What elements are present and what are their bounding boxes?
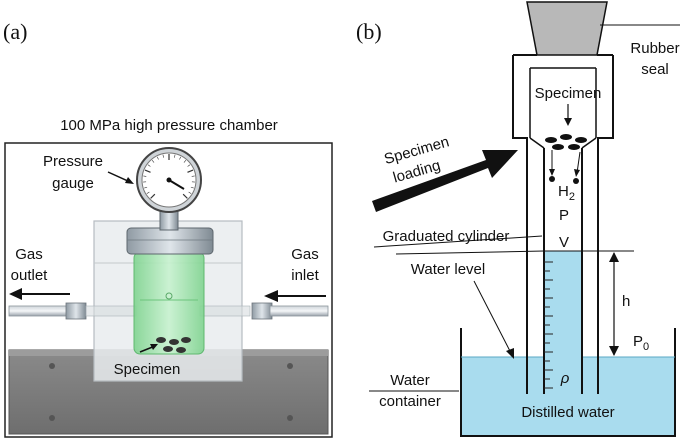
water-level-leader — [395, 250, 545, 255]
inlet-fitting — [251, 302, 273, 320]
gauge-tick — [188, 191, 192, 194]
outlet-tube — [85, 305, 137, 317]
specimen-falling — [549, 176, 555, 182]
specimen-piece — [560, 134, 572, 140]
water-level-label: Water level — [411, 261, 485, 278]
panel-a: (a) 100 MPa high pressure chamber — [3, 19, 333, 438]
panel-a-label: (a) — [3, 19, 27, 44]
specimen-piece — [163, 346, 173, 352]
vessel-port — [165, 292, 173, 300]
gauge-tick — [147, 164, 151, 167]
specimen-piece — [568, 144, 580, 150]
pressure-gauge-label-line2: gauge — [52, 175, 94, 192]
pressure-gauge-label-line1: Pressure — [43, 153, 103, 170]
outer-tube-left — [512, 55, 528, 394]
fall-arrow-head — [549, 169, 555, 176]
gauge-tick — [187, 169, 194, 173]
specimen-loading-arrow — [372, 150, 518, 212]
gas-inlet-arrow-head — [264, 290, 278, 302]
gas-outlet-label-line1: Gas — [15, 246, 43, 263]
specimen-piece — [545, 137, 557, 143]
graduated-cylinder-leader — [373, 235, 543, 248]
p-label: P — [559, 207, 569, 224]
specimen-label-b: Specimen — [535, 85, 602, 102]
specimen-down-arrow-head — [564, 118, 572, 126]
p0-label: P0 — [633, 333, 649, 353]
rubber-seal-label-line1: Rubber — [630, 40, 679, 57]
outer-tube-right — [597, 55, 614, 394]
specimen-piece — [156, 337, 166, 343]
specimen-piece — [176, 347, 186, 353]
h-label: h — [622, 293, 630, 310]
gas-inlet-label-line2: inlet — [291, 267, 319, 284]
h-arrow-top — [609, 252, 619, 262]
chamber-title: 100 MPa high pressure chamber — [60, 117, 278, 134]
gauge-tick — [182, 193, 188, 199]
water-surface-leader — [473, 280, 512, 354]
h2-label: H2 — [558, 183, 575, 203]
bolt-hole — [287, 415, 293, 421]
h-arrow-bottom — [609, 346, 619, 356]
specimen-piece — [181, 337, 191, 343]
gauge-tick — [183, 160, 187, 163]
gauge-pivot — [166, 177, 172, 183]
gauge-tick — [190, 186, 194, 189]
specimen-label-a: Specimen — [114, 361, 181, 378]
inlet-pipe — [269, 305, 329, 317]
fall-arrow-head — [574, 169, 580, 177]
specimen-piece — [552, 144, 564, 150]
gas-outlet-arrow-head — [9, 288, 22, 300]
funnel — [526, 1, 608, 56]
panel-b: (b) h Specimen — [356, 1, 680, 437]
gauge-ticks — [143, 154, 195, 199]
specimen-piece — [169, 339, 179, 345]
gauge-needle — [168, 179, 185, 190]
bolt-hole — [287, 363, 293, 369]
inner-taper-left — [529, 137, 545, 149]
bolt-hole — [49, 363, 55, 369]
water-container — [460, 328, 676, 437]
gauge-tick — [146, 191, 150, 194]
rubber-seal-label-line2: seal — [641, 61, 669, 78]
gauge-tick — [144, 186, 148, 189]
inner-taper-right — [581, 137, 597, 149]
specimen-piece — [575, 137, 587, 143]
gauge-tick — [179, 156, 182, 160]
gas-outlet-label-line2: outlet — [11, 267, 49, 284]
rho-label: ρ — [560, 370, 570, 387]
v-label: V — [559, 234, 569, 251]
pressure-vessel — [133, 251, 205, 355]
fall-arrow — [576, 151, 581, 174]
specimen-falling — [573, 178, 579, 184]
gauge-tick — [187, 164, 191, 167]
panel-b-label: (b) — [356, 19, 382, 44]
water-surface-leader-head — [506, 348, 514, 359]
cylinder-graduations — [544, 261, 553, 389]
water-container-label-line2: container — [379, 393, 441, 410]
pressure-gauge-pointer-head — [125, 177, 134, 184]
gauge-tick — [150, 193, 156, 199]
specimen-pointer-head — [150, 344, 158, 350]
gauge-tick — [156, 156, 159, 160]
gauge-tick — [144, 169, 151, 173]
distilled-water-label: Distilled water — [521, 404, 614, 421]
gauge-tick — [174, 154, 176, 158]
vessel-lid — [126, 227, 214, 255]
gas-inlet-label-line1: Gas — [291, 246, 319, 263]
bolt-hole — [49, 415, 55, 421]
graduated-cylinder-label: Graduated cylinder — [383, 228, 510, 245]
inlet-tube — [199, 305, 251, 317]
outlet-fitting — [65, 302, 87, 320]
gauge-tick — [162, 154, 164, 158]
water-container-label-line1: Water — [390, 372, 429, 389]
gauge-tick — [151, 160, 155, 163]
